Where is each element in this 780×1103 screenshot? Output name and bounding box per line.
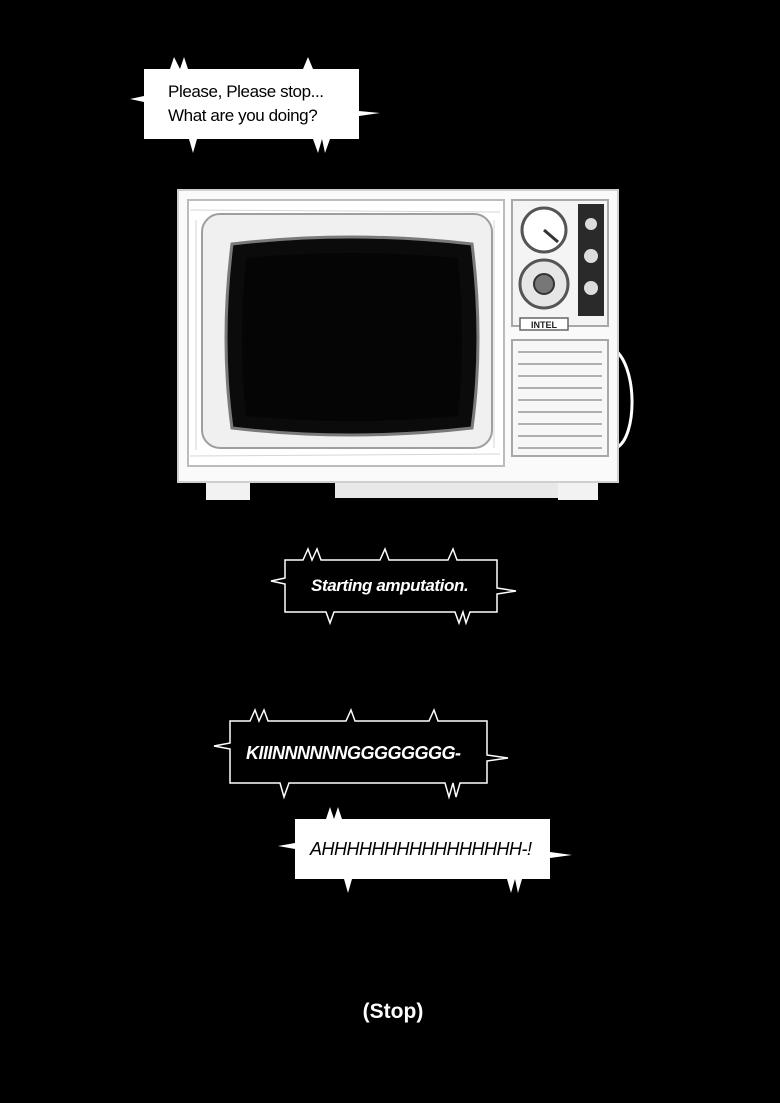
machine-bubble-sound: KIIINNNNNNGGGGGGGG- bbox=[212, 708, 512, 801]
speech-bubble-plea-shape bbox=[130, 57, 380, 153]
scream-bubble-text: AHHHHHHHHHHHHHHHH-! bbox=[310, 839, 532, 859]
machine-bubble-sound-shape bbox=[213, 708, 509, 800]
machine-bubble-amputation-shape bbox=[270, 547, 517, 626]
machine-bubble-amputation: Starting amputation. bbox=[270, 547, 518, 626]
machine-bubble-amputation-text: Starting amputation. bbox=[311, 576, 469, 595]
television-icon: INTEL bbox=[177, 189, 634, 500]
television-illustration: INTEL bbox=[160, 180, 650, 520]
scream-bubble: AHHHHHHHHHHHHHHHH-! bbox=[278, 805, 576, 897]
speech-bubble-plea: Please, Please stop... What are you doin… bbox=[130, 55, 380, 155]
scream-bubble-shape bbox=[278, 807, 572, 893]
tv-brand-label: INTEL bbox=[531, 320, 558, 330]
speech-bubble-plea-text: Please, Please stop... What are you doin… bbox=[168, 82, 324, 125]
machine-bubble-sound-text: KIIINNNNNNGGGGGGGG- bbox=[246, 743, 461, 763]
caption-stop: (Stop) bbox=[362, 1000, 424, 1023]
